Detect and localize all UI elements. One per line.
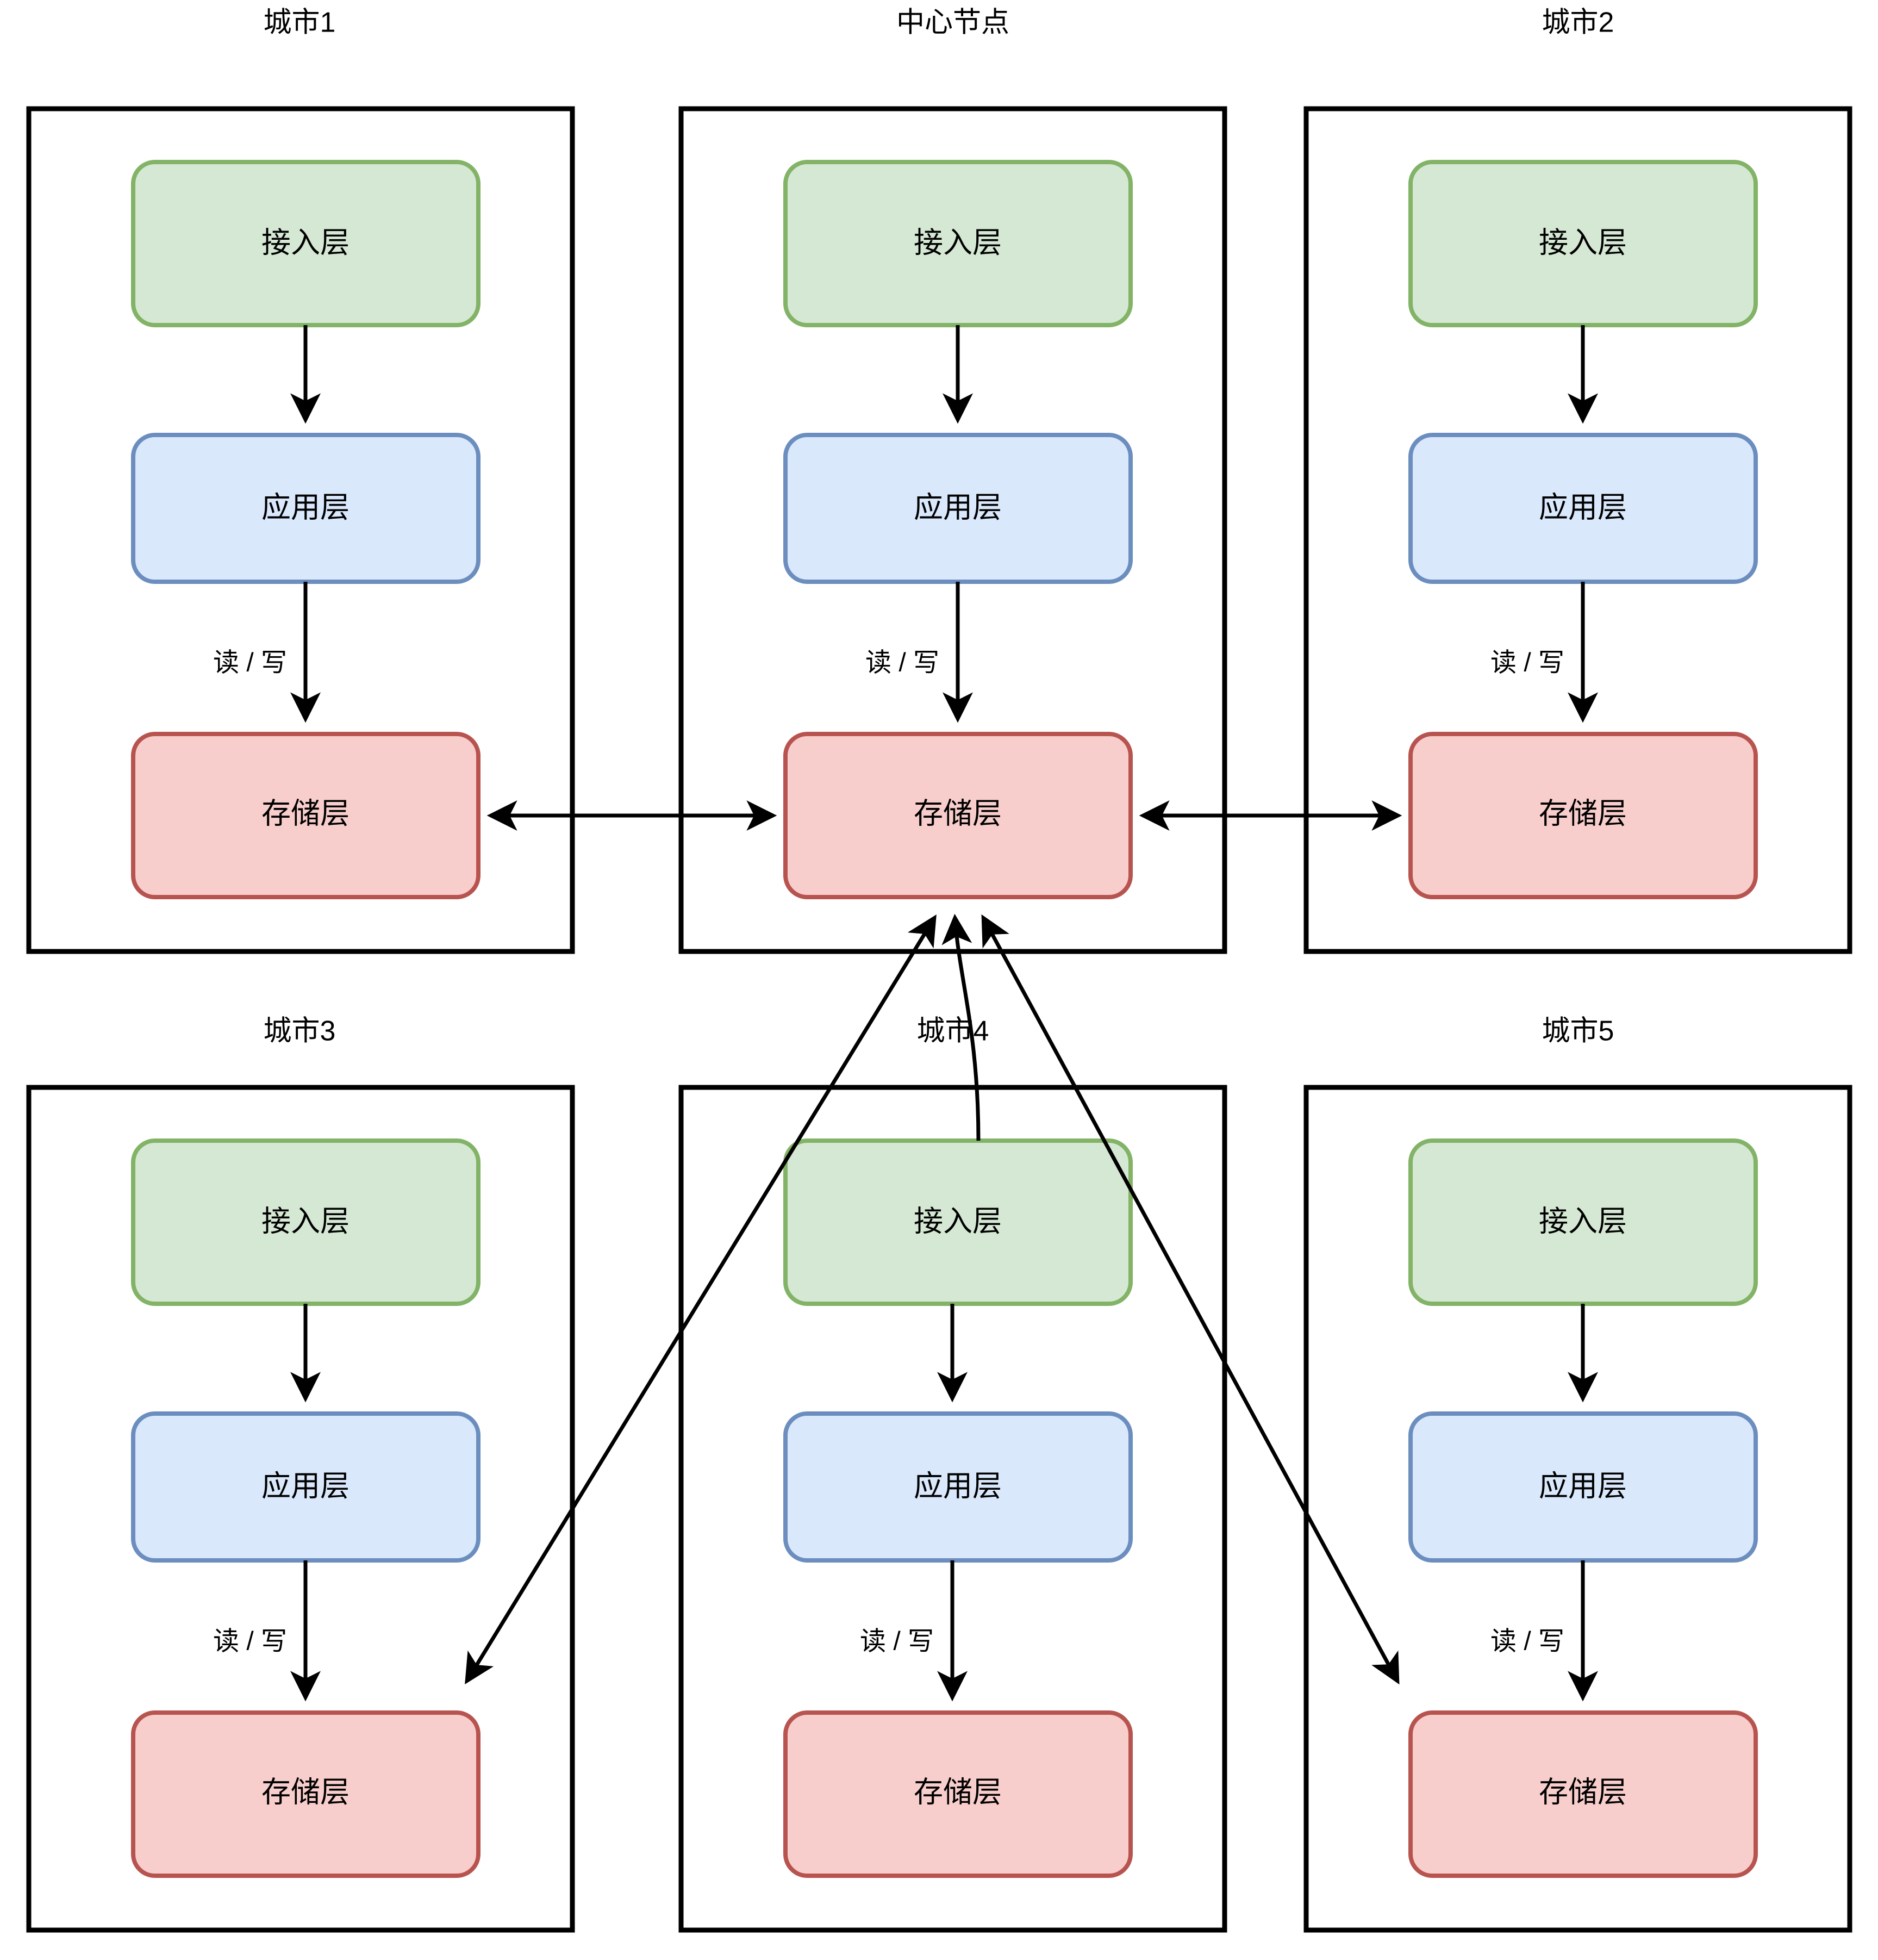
city3-storage-layer-box[interactable]	[131, 1710, 481, 1878]
panel-title-city4: 城市4	[917, 1016, 989, 1047]
city1-storage-layer-label: 存储层	[261, 797, 350, 830]
panel-title-city1: 城市1	[264, 7, 336, 39]
center-storage-layer-box[interactable]	[783, 732, 1133, 899]
city2-storage-layer-box[interactable]	[1408, 732, 1758, 899]
panel-center	[678, 106, 1227, 954]
city1-storage-layer-box[interactable]	[131, 732, 481, 899]
city5-access-layer-label: 接入层	[1539, 1205, 1627, 1237]
city1-access-layer-label: 接入层	[261, 226, 350, 259]
city5-storage-layer-label: 存储层	[1539, 1776, 1627, 1808]
city2-edge-label-read-write: 读 / 写	[1490, 649, 1564, 677]
city5-edge-label-read-write: 读 / 写	[1490, 1627, 1564, 1656]
edge-center-storage-to-city3-storage	[465, 914, 937, 1684]
city2-app-layer-label: 应用层	[1539, 491, 1627, 524]
panel-city1	[26, 106, 575, 954]
edge-city4-access-to-center-storage	[941, 913, 981, 1141]
city3-edge-label-read-write: 读 / 写	[213, 1627, 287, 1656]
city5-app-layer-label: 应用层	[1539, 1470, 1627, 1502]
panel-title-city2: 城市2	[1542, 7, 1614, 39]
panel-title-city5: 城市5	[1542, 1016, 1614, 1047]
city4-storage-layer-box[interactable]	[783, 1710, 1133, 1878]
panel-title-city3: 城市3	[264, 1016, 336, 1047]
center-access-layer-label: 接入层	[914, 226, 1002, 259]
city3-storage-layer-label: 存储层	[261, 1776, 350, 1808]
city1-app-layer-label: 应用层	[261, 491, 350, 524]
panel-title-center: 中心节点	[896, 7, 1009, 39]
city4-storage-layer-label: 存储层	[914, 1776, 1002, 1808]
city3-app-layer-label: 应用层	[261, 1470, 350, 1502]
edge-center-storage-to-city5-storage	[981, 914, 1400, 1685]
city4-edge-label-read-write: 读 / 写	[860, 1627, 934, 1656]
center-app-layer-label: 应用层	[914, 491, 1002, 524]
city5-storage-layer-box[interactable]	[1408, 1710, 1758, 1878]
city3-access-layer-label: 接入层	[261, 1205, 350, 1237]
city4-access-layer-label: 接入层	[914, 1205, 1002, 1237]
city4-app-layer-label: 应用层	[914, 1470, 1002, 1502]
city2-storage-layer-label: 存储层	[1539, 797, 1627, 830]
center-storage-layer-label: 存储层	[914, 797, 1002, 830]
city2-access-layer-label: 接入层	[1539, 226, 1627, 259]
city1-edge-label-read-write: 读 / 写	[213, 649, 287, 677]
panel-city2	[1303, 106, 1852, 954]
center-edge-label-read-write: 读 / 写	[865, 649, 939, 677]
